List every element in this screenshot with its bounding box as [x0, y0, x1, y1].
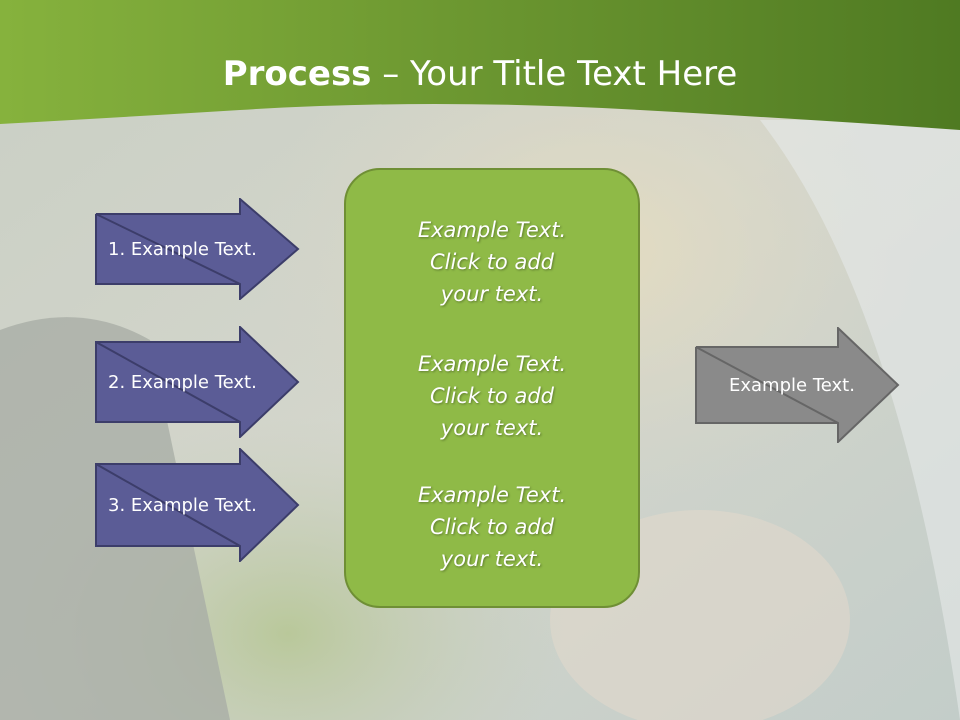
title-bold: Process [222, 54, 372, 94]
center-text-line: your text. [440, 282, 544, 306]
header-band [0, 0, 960, 150]
center-content-box[interactable]: Example Text. Click to add your text. Ex… [344, 168, 640, 608]
center-text-line: Example Text. [417, 352, 567, 376]
step-arrow-1[interactable]: 1. Example Text. [95, 198, 300, 300]
page-title: Process – Your Title Text Here [0, 52, 960, 96]
center-text-block-3[interactable]: Example Text. Click to add your text. [346, 479, 638, 575]
arrow-shape-icon [95, 198, 300, 300]
step-label-3: 3. Example Text. [108, 494, 257, 516]
center-text-line: Example Text. [417, 483, 567, 507]
center-text-block-2[interactable]: Example Text. Click to add your text. [346, 348, 638, 444]
arrow-shape-icon [695, 327, 900, 443]
arrow-shape-icon [95, 326, 300, 438]
center-text-line: your text. [440, 547, 544, 571]
step-label-1: 1. Example Text. [108, 238, 257, 260]
center-text-block-1[interactable]: Example Text. Click to add your text. [346, 214, 638, 310]
center-text-line: Click to add [429, 515, 554, 539]
title-rest: – Your Title Text Here [371, 54, 738, 94]
center-text-line: Click to add [429, 250, 554, 274]
step-label-2: 2. Example Text. [108, 371, 257, 393]
center-text-line: Click to add [429, 384, 554, 408]
center-text-line: your text. [440, 416, 544, 440]
step-arrow-3[interactable]: 3. Example Text. [95, 448, 300, 562]
output-label: Example Text. [729, 374, 855, 396]
output-arrow[interactable]: Example Text. [695, 327, 900, 443]
step-arrow-2[interactable]: 2. Example Text. [95, 326, 300, 438]
center-text-line: Example Text. [417, 218, 567, 242]
arrow-shape-icon [95, 448, 300, 562]
